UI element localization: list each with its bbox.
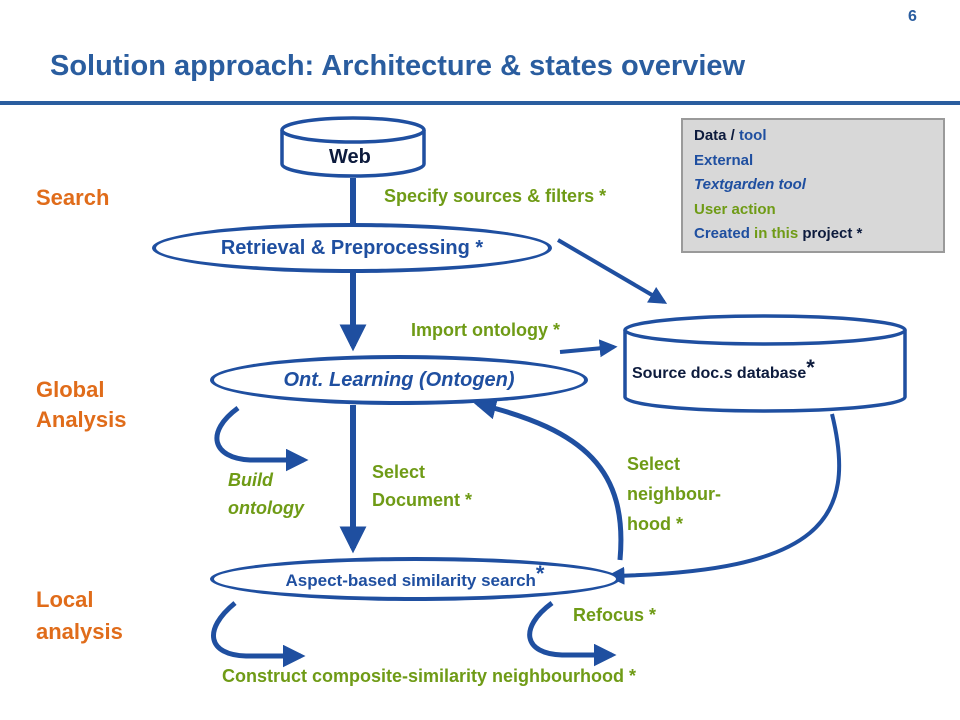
refocus-loop <box>527 600 617 667</box>
source-db-star: * <box>806 355 815 380</box>
retrieval-label: Retrieval & Preprocessing * <box>220 236 484 259</box>
label-import-ontology: Import ontology * <box>411 320 560 340</box>
aspect-search-node: Aspect-based similarity search* <box>210 557 620 601</box>
label-build-line1: Build <box>228 470 273 490</box>
label-construct: Construct composite-similarity neighbour… <box>222 666 637 686</box>
legend-tool: tool <box>739 127 767 144</box>
label-refocus: Refocus * <box>573 605 657 625</box>
stage-local-line2: analysis <box>36 619 123 644</box>
legend-row-data-tool: Data / tool <box>694 124 943 149</box>
aspect-search-label: Aspect-based similarity search <box>285 571 536 590</box>
legend-row-created: Created in this project * <box>694 222 943 247</box>
stage-global-line2: Analysis <box>36 407 127 432</box>
legend-project: project * <box>802 225 863 242</box>
legend-data: Data / <box>694 127 740 144</box>
page-number: 6 <box>908 8 917 25</box>
arrow-aspect-to-ontlearning <box>473 397 624 561</box>
stage-search: Search <box>36 185 110 210</box>
legend-in-this: in this <box>754 225 803 242</box>
build-ontology-loop <box>214 405 309 472</box>
source-db-cylinder <box>623 314 907 413</box>
stage-local-line1: Local <box>36 587 94 612</box>
retrieval-node: Retrieval & Preprocessing * <box>152 223 552 273</box>
construct-loop <box>211 601 306 668</box>
web-cylinder <box>280 116 426 178</box>
legend-box: Data / tool External Textgarden tool Use… <box>681 118 945 253</box>
ont-learning-label: Ont. Learning (Ontogen) <box>283 368 515 391</box>
aspect-search-star: * <box>535 561 545 586</box>
label-select-nb-line3: hood * <box>627 514 683 534</box>
stage-global-line1: Global <box>36 377 105 402</box>
legend-user-action: User action <box>694 200 776 218</box>
label-select-nb-line1: Select <box>627 454 681 474</box>
ont-learning-node: Ont. Learning (Ontogen) <box>210 355 588 405</box>
label-select-nb-line2: neighbour- <box>627 484 721 504</box>
source-db-label-wrap: Source doc.s database* <box>632 355 815 384</box>
web-label: Web <box>329 146 371 168</box>
label-select-doc-line1: Select <box>372 462 426 482</box>
arrow-retrieval-to-sourcedb <box>556 238 668 304</box>
title-divider <box>0 101 960 105</box>
legend-external: External <box>694 151 754 169</box>
arrow-import-ontology <box>559 339 618 358</box>
arrow-sourcedb-to-aspect <box>606 413 842 585</box>
label-specify-sources: Specify sources & filters * <box>384 186 607 206</box>
legend-created: Created <box>694 225 755 242</box>
legend-textgarden: Textgarden tool <box>694 176 806 193</box>
slide-title: Solution approach: Architecture & states… <box>50 50 746 82</box>
source-db-label: Source doc.s database <box>632 365 807 382</box>
label-select-doc-line2: Document * <box>372 490 473 510</box>
label-build-line2: ontology <box>228 498 304 518</box>
